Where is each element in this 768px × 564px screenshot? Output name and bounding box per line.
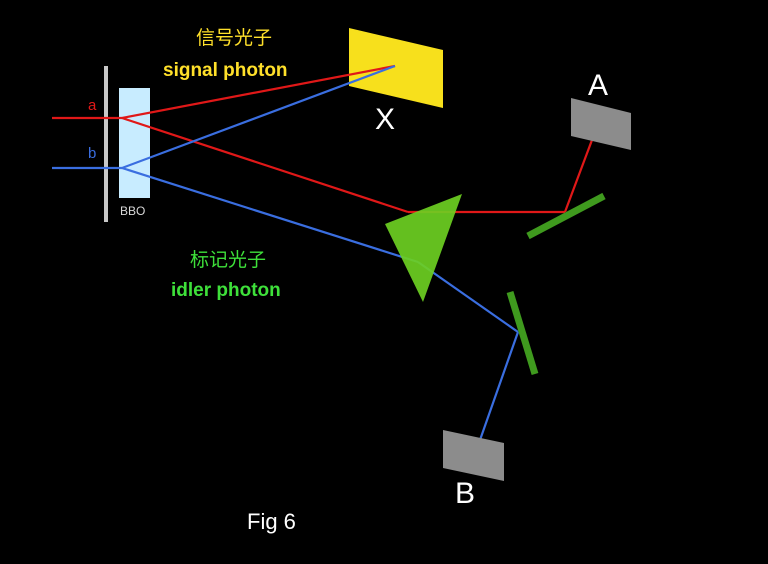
signal-photon-cn: 信号光子: [196, 27, 272, 49]
screen-x: [349, 28, 443, 108]
red-beam-to-prism: [121, 116, 409, 214]
blue-beam-to-screen: [121, 64, 396, 170]
figure-caption: Fig 6: [247, 509, 296, 534]
mirror-lower: [506, 290, 539, 376]
detector-b: [443, 430, 504, 481]
detector-b-label: B: [455, 477, 475, 510]
mirror-upper: [526, 192, 606, 240]
path-b-label: b: [88, 145, 96, 162]
blue-beam-to-prism: [121, 166, 419, 264]
detector-a-label: A: [588, 69, 608, 102]
path-a-label: a: [88, 97, 97, 114]
bbo-label: BBO: [120, 204, 145, 218]
detector-a: [571, 98, 631, 150]
screen-x-label: X: [375, 103, 395, 136]
prism: [385, 194, 462, 302]
blue-beam-to-mirror: [417, 261, 519, 333]
red-beam-to-screen: [121, 64, 396, 120]
blue-beam-to-detector-b: [478, 331, 520, 441]
signal-photon-en: signal photon: [163, 60, 288, 81]
idler-photon-en: idler photon: [171, 280, 281, 301]
bbo-crystal: [119, 88, 150, 198]
idler-photon-cn: 标记光子: [190, 249, 266, 271]
